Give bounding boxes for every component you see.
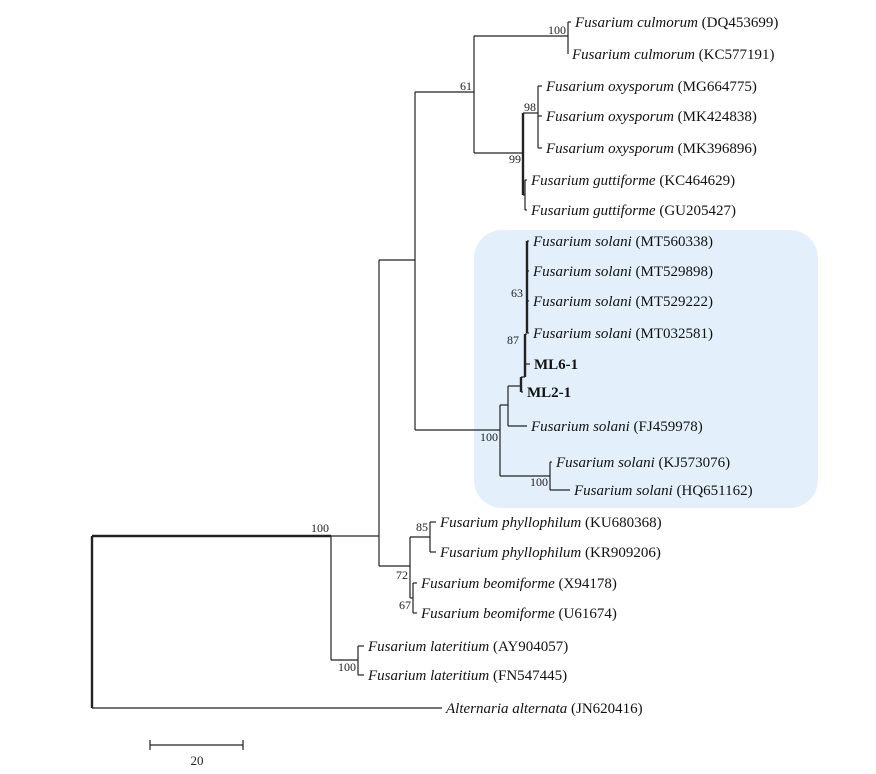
- taxon-label-8: Fusarium solani (MT560338): [532, 234, 713, 250]
- fusarium-solani-highlight: [474, 230, 818, 508]
- scale-bar-label: 20: [191, 753, 204, 768]
- taxon-label-6: Fusarium guttiforme (KC464629): [530, 173, 735, 189]
- bootstrap-value-12: 67: [399, 598, 411, 612]
- taxon-label-22: Fusarium lateritium (FN547445): [367, 668, 567, 684]
- taxon-label-3: Fusarium oxysporum (MG664775): [545, 79, 757, 95]
- taxon-label-20: Fusarium beomiforme (U61674): [420, 606, 617, 622]
- taxon-label-11: Fusarium solani (MT032581): [532, 326, 713, 342]
- taxon-labels: Fusarium culmorum (DQ453699) Fusarium cul…: [367, 15, 778, 717]
- taxon-label-18: Fusarium phyllophilum (KR909206): [439, 545, 661, 561]
- taxon-label-16: Fusarium solani (HQ651162): [573, 483, 753, 499]
- bootstrap-value-10: 85: [416, 520, 428, 534]
- taxon-label-21: Fusarium lateritium (AY904057): [367, 639, 568, 655]
- bootstrap-value-1: 100: [548, 23, 566, 37]
- taxon-label-7: Fusarium guttiforme (GU205427): [530, 203, 736, 219]
- bootstrap-value-3: 98: [524, 100, 536, 114]
- bootstrap-value-11: 72: [396, 568, 408, 582]
- taxon-label-19: Fusarium beomiforme (X94178): [420, 576, 617, 592]
- taxon-label-9: Fusarium solani (MT529898): [532, 264, 713, 280]
- bootstrap-value-2: 61: [460, 79, 472, 93]
- taxon-label-17: Fusarium phyllophilum (KU680368): [439, 515, 662, 531]
- bootstrap-value-4: 99: [509, 152, 521, 166]
- taxon-label-12: ML6-1: [534, 357, 578, 373]
- bootstrap-value-7: 100: [480, 430, 498, 444]
- bootstrap-value-5: 63: [511, 286, 523, 300]
- taxon-label-5: Fusarium oxysporum (MK396896): [545, 141, 757, 157]
- taxon-label-15: Fusarium solani (KJ573076): [555, 455, 730, 471]
- bootstrap-value-6: 87: [507, 333, 519, 347]
- taxon-label-4: Fusarium oxysporum (MK424838): [545, 109, 757, 125]
- taxon-label-2: Fusarium culmorum (KC577191): [571, 47, 775, 63]
- bootstrap-value-13: 100: [338, 660, 356, 674]
- taxon-label-10: Fusarium solani (MT529222): [532, 294, 713, 310]
- taxon-label-23: Alternaria alternata (JN620416): [445, 701, 643, 717]
- bootstrap-values: 100 61 98 99 63 87 100 100 100 85 72 67 100: [311, 23, 566, 674]
- scale-bar: 20: [149, 740, 244, 768]
- taxon-label-13: ML2-1: [527, 385, 571, 401]
- tree-branches: [90, 21, 571, 709]
- taxon-label-1: Fusarium culmorum (DQ453699): [574, 15, 778, 31]
- bootstrap-value-8: 100: [530, 475, 548, 489]
- bootstrap-value-9: 100: [311, 521, 329, 535]
- taxon-label-14: Fusarium solani (FJ459978): [530, 419, 703, 435]
